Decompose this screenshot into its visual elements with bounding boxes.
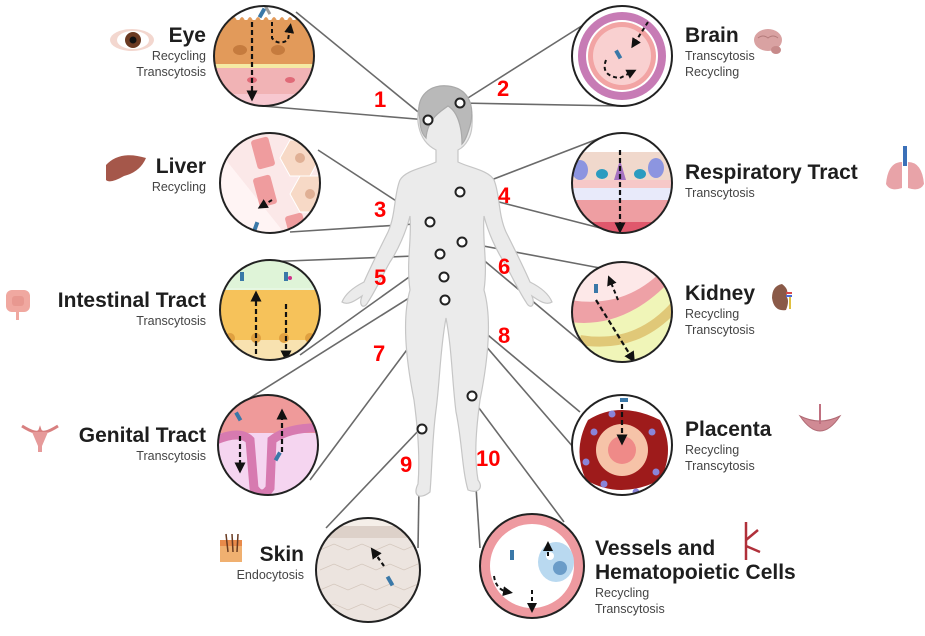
brain-icon <box>754 29 782 54</box>
eye-zoom-circle <box>213 5 315 107</box>
mechanism: Endocytosis <box>236 568 304 582</box>
site-number-7: 7 <box>373 341 386 366</box>
intestine-icon <box>6 290 30 320</box>
liver-tissue-illustration <box>220 133 320 233</box>
skin-tissue-illustration <box>316 518 420 622</box>
marker-brain <box>454 97 466 109</box>
organ-title: Skin <box>259 543 304 566</box>
organ-title: Placenta <box>685 418 772 441</box>
mechanism: Transcytosis <box>136 314 206 328</box>
site-markers <box>416 97 478 435</box>
connector-eye-bottom <box>261 105 429 121</box>
site-number-6: 6 <box>498 254 511 279</box>
kidney-tissue-illustration <box>572 262 672 362</box>
genital-zoom-circle <box>217 394 319 496</box>
skin-zoom-circle <box>315 517 421 623</box>
label-skin: Skin Endocytosis <box>237 543 304 583</box>
lungs-icon <box>886 146 924 190</box>
label-eye: Eye Recycling Transcytosis <box>136 24 206 80</box>
organ-title: Genital Tract <box>78 424 206 447</box>
mechanism: Recycling <box>685 65 740 79</box>
label-kidney: Kidney Recycling Transcytosis <box>685 282 755 338</box>
label-intestinal: Intestinal Tract Transcytosis <box>58 289 206 329</box>
site-number-3: 3 <box>374 197 387 222</box>
marker-liver <box>424 216 436 228</box>
genital-tissue-illustration <box>218 395 318 495</box>
kidney-icon <box>772 284 792 311</box>
organ-title-line1: Vessels and <box>595 537 716 560</box>
mechanism: Transcytosis <box>685 459 755 473</box>
mechanism: Transcytosis <box>595 602 665 616</box>
kidney-zoom-circle <box>571 261 673 363</box>
organ-title: Respiratory Tract <box>685 161 858 184</box>
site-number-8: 8 <box>498 323 511 348</box>
intestinal-zoom-circle <box>219 259 321 361</box>
marker-skin <box>416 423 428 435</box>
marker-placenta <box>438 271 450 283</box>
label-genital: Genital Tract Transcytosis <box>79 424 206 464</box>
mechanism: Recycling <box>151 180 206 194</box>
connector-brain-bottom <box>459 102 623 107</box>
vessels-zoom-circle <box>479 513 585 619</box>
organ-title: Eye <box>168 24 206 47</box>
mechanism: Recycling <box>685 443 740 457</box>
label-vessels: Vessels and Hematopoietic Cells Recyclin… <box>595 537 796 617</box>
organ-title: Kidney <box>685 282 756 305</box>
site-number-9: 9 <box>400 452 413 477</box>
site-number-10: 10 <box>476 446 501 471</box>
mechanism: Recycling <box>595 586 650 600</box>
organ-title: Intestinal Tract <box>57 289 206 312</box>
antibody-icon <box>257 6 272 19</box>
site-number-2: 2 <box>497 76 510 101</box>
organ-title-line2: Hematopoietic Cells <box>595 561 796 584</box>
organ-title: Brain <box>685 24 739 47</box>
connector-skin-left <box>325 428 421 529</box>
connector-eye-top <box>295 11 429 121</box>
liver-icon <box>106 155 146 182</box>
organ-title: Liver <box>155 155 206 178</box>
mechanism: Transcytosis <box>685 49 755 63</box>
marker-kidney <box>456 236 468 248</box>
label-liver: Liver Recycling <box>152 155 206 195</box>
eye-tissue-illustration <box>214 6 314 106</box>
label-brain: Brain Transcytosis Recycling <box>685 24 755 80</box>
mechanism: Transcytosis <box>136 65 206 79</box>
placenta-tissue-illustration <box>572 395 672 495</box>
label-respiratory: Respiratory Tract Transcytosis <box>685 161 858 201</box>
placenta-icon <box>798 404 842 432</box>
brain-tissue-illustration <box>572 6 672 106</box>
respiratory-zoom-circle <box>571 132 673 234</box>
brain-zoom-circle <box>571 5 673 107</box>
blood-vessel-icon <box>744 522 761 560</box>
label-placenta: Placenta Recycling Transcytosis <box>685 418 771 474</box>
site-number-4: 4 <box>498 183 511 208</box>
connector-liver-bottom <box>289 222 431 233</box>
eye-icon <box>110 29 154 51</box>
mechanism: Recycling <box>685 307 740 321</box>
mechanism: Transcytosis <box>685 323 755 337</box>
mechanism: Recycling <box>151 49 206 63</box>
vessels-tissue-illustration <box>480 514 584 618</box>
skin-icon <box>220 533 242 562</box>
site-number-5: 5 <box>374 265 387 290</box>
mechanism: Transcytosis <box>685 186 755 200</box>
liver-zoom-circle <box>219 132 321 234</box>
connector-ves-right <box>469 395 565 523</box>
placenta-zoom-circle <box>571 394 673 496</box>
uterus-icon <box>21 424 59 452</box>
mechanism: Transcytosis <box>136 449 206 463</box>
marker-eye <box>422 114 434 126</box>
marker-genital <box>439 294 451 306</box>
marker-vessels <box>466 390 478 402</box>
marker-intestinal <box>434 248 446 260</box>
marker-respiratory <box>454 186 466 198</box>
site-number-1: 1 <box>374 87 387 112</box>
